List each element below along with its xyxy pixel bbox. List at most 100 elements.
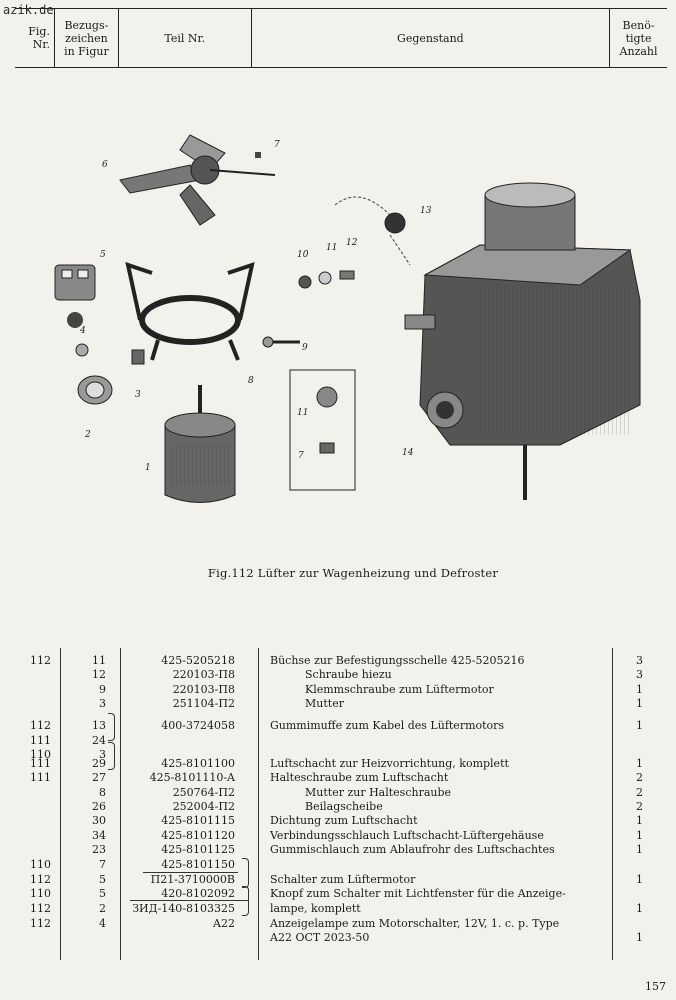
row-gegenstand: Anzeigelampe zum Motorschalter, 12V, 1. …	[270, 917, 560, 930]
callout-label: 6	[102, 160, 108, 170]
callout-label: 1	[145, 463, 151, 473]
page-number: 157	[645, 980, 666, 993]
row-anzahl: 1	[636, 843, 643, 856]
row-teil-nr: 425-8101110-A	[149, 771, 235, 784]
row-anzahl: 1	[636, 814, 643, 827]
row-bezug: 3	[99, 748, 106, 761]
bracket-part	[125, 261, 255, 361]
row-bezug: 11	[92, 654, 106, 667]
row-gegenstand: Beilagscheibe	[305, 800, 383, 813]
callout-label: 7	[298, 451, 304, 461]
row-anzahl: 1	[636, 683, 643, 696]
col-gegenstand-label: Gegenstand	[397, 31, 464, 45]
row-fig-nr: 110	[30, 858, 51, 871]
row-fig-nr: 111	[30, 734, 51, 747]
row-bezug: 13	[92, 719, 106, 732]
row-fig-nr: 111	[30, 757, 51, 770]
row-anzahl: 1	[636, 873, 643, 886]
row-anzahl: 1	[636, 902, 643, 915]
row-teil-nr: 425-8101120	[161, 829, 235, 842]
row-teil-nr: 400-3724058	[161, 719, 235, 732]
watermark: azik.de	[3, 3, 54, 17]
row-teil-nr: П21-3710000В	[150, 873, 235, 886]
callout-label: 13	[420, 206, 432, 216]
row-teil-nr: 220103-П8	[172, 683, 235, 696]
col-teil-label: Teil Nr.	[164, 31, 206, 45]
row-anzahl: 2	[636, 800, 643, 813]
row-fig-nr: 112	[30, 654, 51, 667]
row-fig-nr: 112	[30, 917, 51, 930]
callout-label: 10	[297, 250, 309, 260]
row-bezug: 7	[99, 858, 106, 871]
row-gegenstand: Mutter zur Halteschraube	[305, 786, 452, 799]
callout-label: 4	[79, 326, 86, 336]
row-bezug: 12	[92, 668, 106, 681]
row-teil-nr: 252004-П2	[172, 800, 235, 813]
col-bezug-label: Bezugs- zeichen in Figur	[64, 18, 109, 58]
col-teil: Teil Nr.	[119, 9, 252, 67]
row-bezug: 24	[92, 734, 106, 747]
col-divider	[258, 648, 259, 960]
knob-part	[77, 375, 113, 405]
row-gegenstand: lampe, komplett	[270, 902, 361, 915]
row-anzahl: 2	[636, 786, 643, 799]
row-gegenstand: Mutter	[305, 697, 344, 710]
row-bezug: 5	[99, 873, 106, 886]
col-divider	[60, 648, 61, 960]
table-row: 112 5 П21-3710000В Schalter zum Lüftermotor…	[0, 873, 676, 887]
row-gegenstand: Luftschacht zur Heizvorrichtung, komplet…	[270, 757, 509, 770]
nut-part	[131, 349, 145, 365]
col-gegenstand: Gegenstand	[252, 9, 611, 67]
row-gegenstand: Klemmschraube zum Lüftermotor	[305, 683, 494, 696]
callout-label: 8	[248, 376, 254, 386]
lamp-part	[75, 343, 89, 357]
callout-label: 9	[302, 343, 308, 353]
row-bezug: 34	[92, 829, 106, 842]
row-anzahl: 1	[636, 829, 643, 842]
row-anzahl: 1	[636, 757, 643, 770]
row-anzahl: 2	[636, 771, 643, 784]
row-bezug: 4	[99, 917, 106, 930]
row-bezug: 2	[99, 902, 106, 915]
row-fig-nr: 112	[30, 719, 51, 732]
row-gegenstand: Schalter zum Lüftermotor	[270, 873, 416, 886]
row-teil-nr: 220103-П8	[172, 668, 235, 681]
row-anzahl: 1	[636, 697, 643, 710]
row-bezug: 23	[92, 843, 106, 856]
col-fig-nr-label: Fig. Nr.	[28, 25, 50, 51]
row-bezug: 3	[99, 697, 106, 710]
callout-label: 5	[100, 250, 106, 260]
table-row: 26 252004-П2 Beilagscheibe 2	[0, 800, 676, 814]
row-bezug: 29	[92, 757, 106, 770]
row-fig-nr: 112	[30, 873, 51, 886]
screw-part	[262, 336, 300, 348]
motor-part	[164, 385, 236, 503]
row-fig-nr: 111	[30, 771, 51, 784]
fan-part	[119, 134, 276, 226]
row-bezug: 26	[92, 800, 106, 813]
row-fig-nr: 112	[30, 902, 51, 915]
col-divider	[120, 648, 121, 960]
cable-grommet	[334, 196, 411, 266]
row-teil-nr: 425-5205218	[161, 654, 235, 667]
callout-label: 12	[346, 238, 358, 248]
col-anzahl: Benö- tigte Anzahl	[610, 9, 667, 67]
row-gegenstand: Gummischlauch zum Ablaufrohr des Luftsch…	[270, 843, 555, 856]
callout-label: 3	[135, 390, 141, 400]
col-fig-nr: Fig. Nr.	[15, 9, 55, 67]
row-anzahl: 1	[636, 931, 643, 944]
